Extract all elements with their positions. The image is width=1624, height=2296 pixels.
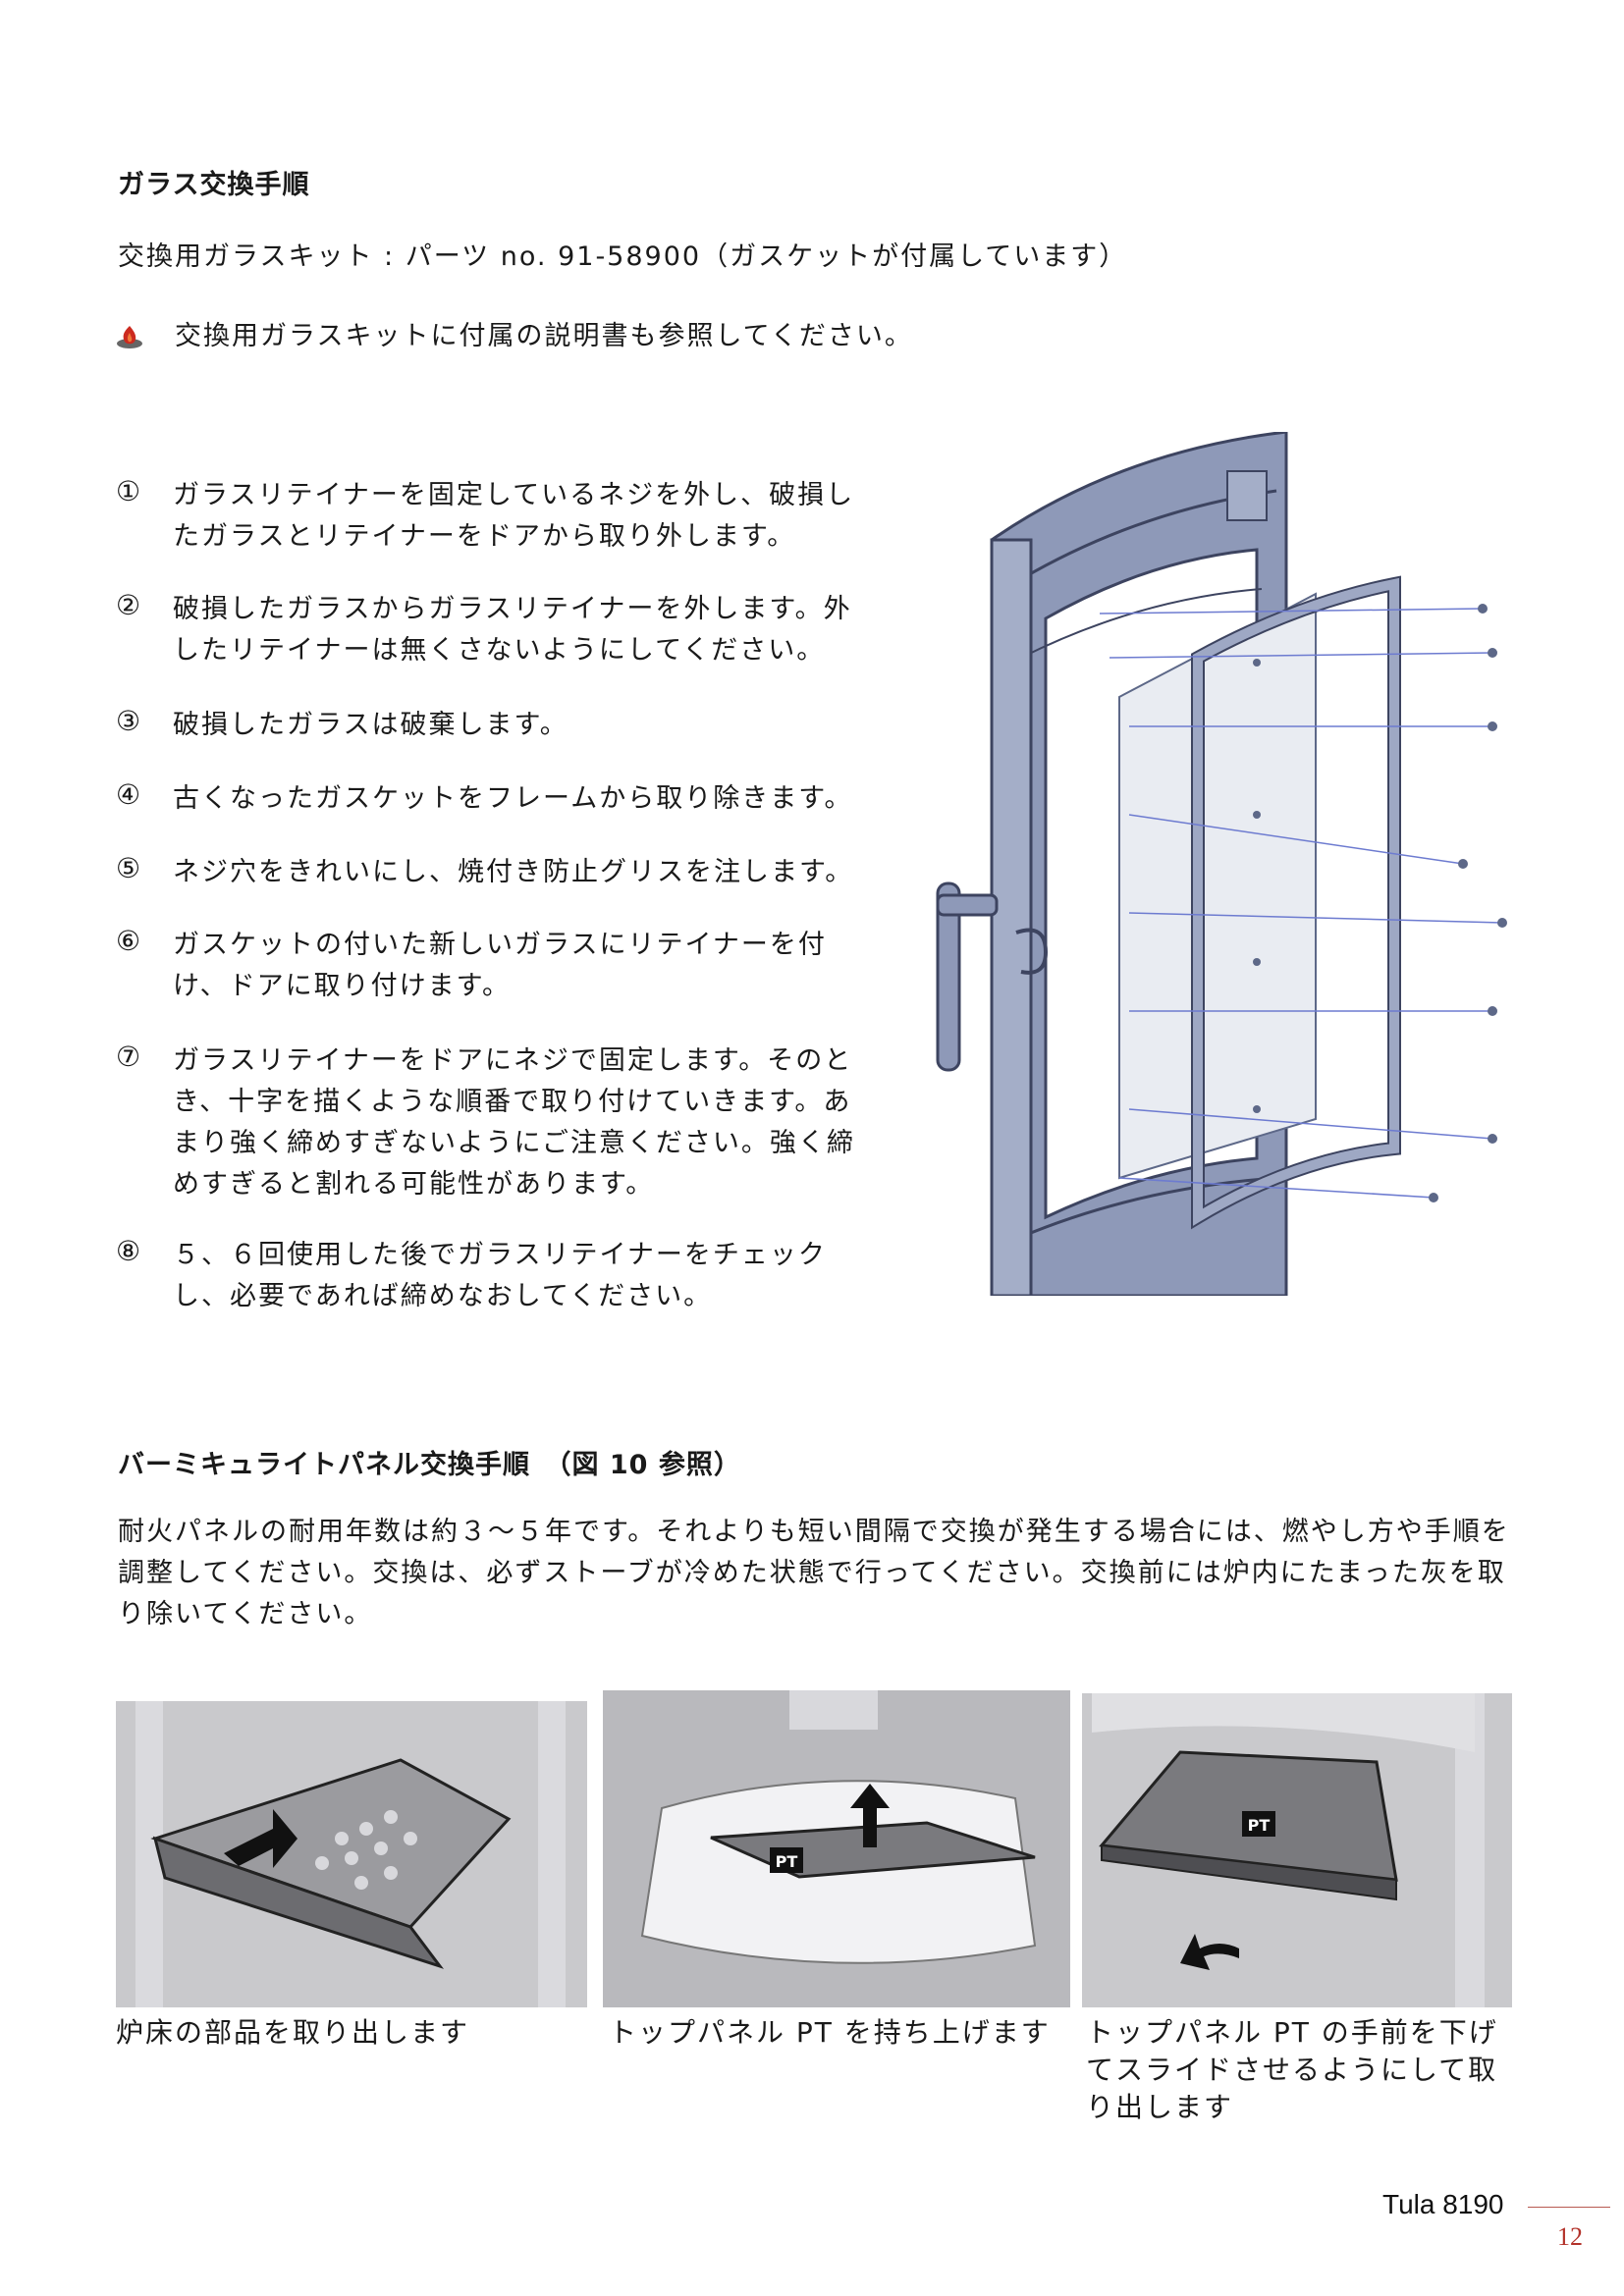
step-number: ③ (116, 705, 141, 737)
step-number: ⑤ (116, 852, 141, 884)
step-text: ５、６回使用した後でガラスリテイナーをチェックし、必要であれば締めなおしてくださ… (173, 1240, 827, 1311)
step-text: ガラスリテイナーを固定しているネジを外し、破損したガラスとリテイナーをドアから取… (173, 480, 855, 552)
figure-lift-top-panel: PT (603, 1690, 1070, 2007)
step-number: ① (116, 475, 141, 507)
step-text: ガスケットの付いた新しいガラスにリテイナーを付け、ドアに取り付けます。 (173, 930, 827, 1001)
footer-product-name: Tula 8190 (1382, 2189, 1504, 2219)
figure-remove-hearth-parts (116, 1701, 587, 2007)
door-glass-exploded-diagram (923, 430, 1512, 1298)
panel-label-pt: PT (1248, 1816, 1271, 1835)
step-text: ネジ穴をきれいにし、焼付き防止グリスを注します。 (173, 857, 854, 887)
vermiculite-body-text: 耐火パネルの耐用年数は約３～５年です。それよりも短い間隔で交換が発生する場合には… (118, 1517, 1510, 1629)
step-number: ⑦ (116, 1041, 141, 1073)
panel-label-pt: PT (776, 1852, 798, 1871)
step-text: 破損したガラスからガラスリテイナーを外します。外したリテイナーは無くさないように… (173, 594, 852, 666)
step-text: 古くなったガスケットをフレームから取り除きます。 (173, 783, 853, 814)
glass-section-title: ガラス交換手順 (118, 170, 310, 200)
kit-instructions-note: 交換用ガラスキットに付属の説明書も参照してください。 (175, 321, 913, 351)
figure-2-caption: トップパネル PT を持ち上げます (609, 2016, 1051, 2049)
step-number: ⑧ (116, 1235, 141, 1267)
step-text: ガラスリテイナーをドアにネジで固定します。そのとき、十字を描くような順番で取り付… (173, 1045, 855, 1200)
step-number: ④ (116, 778, 141, 811)
step-number: ⑥ (116, 925, 141, 957)
figure-1-caption: 炉床の部品を取り出します (116, 2016, 470, 2049)
flame-warning-icon (116, 324, 143, 349)
kit-part-line: 交換用ガラスキット : パーツ no. 91-58900（ガスケットが付属してい… (118, 241, 1128, 272)
figure-3-caption: トップパネル PT の手前を下げてスライドさせるようにして取り出します (1086, 2016, 1498, 2123)
figure-slide-out-top-panel: PT (1082, 1693, 1512, 2007)
step-number: ② (116, 589, 141, 621)
vermiculite-section-title: バーミキュライトパネル交換手順 （図 10 参照） (118, 1450, 741, 1480)
footer-rule (1528, 2207, 1610, 2208)
page-number: 12 (1557, 2222, 1583, 2251)
step-text: 破損したガラスは破棄します。 (173, 710, 568, 740)
